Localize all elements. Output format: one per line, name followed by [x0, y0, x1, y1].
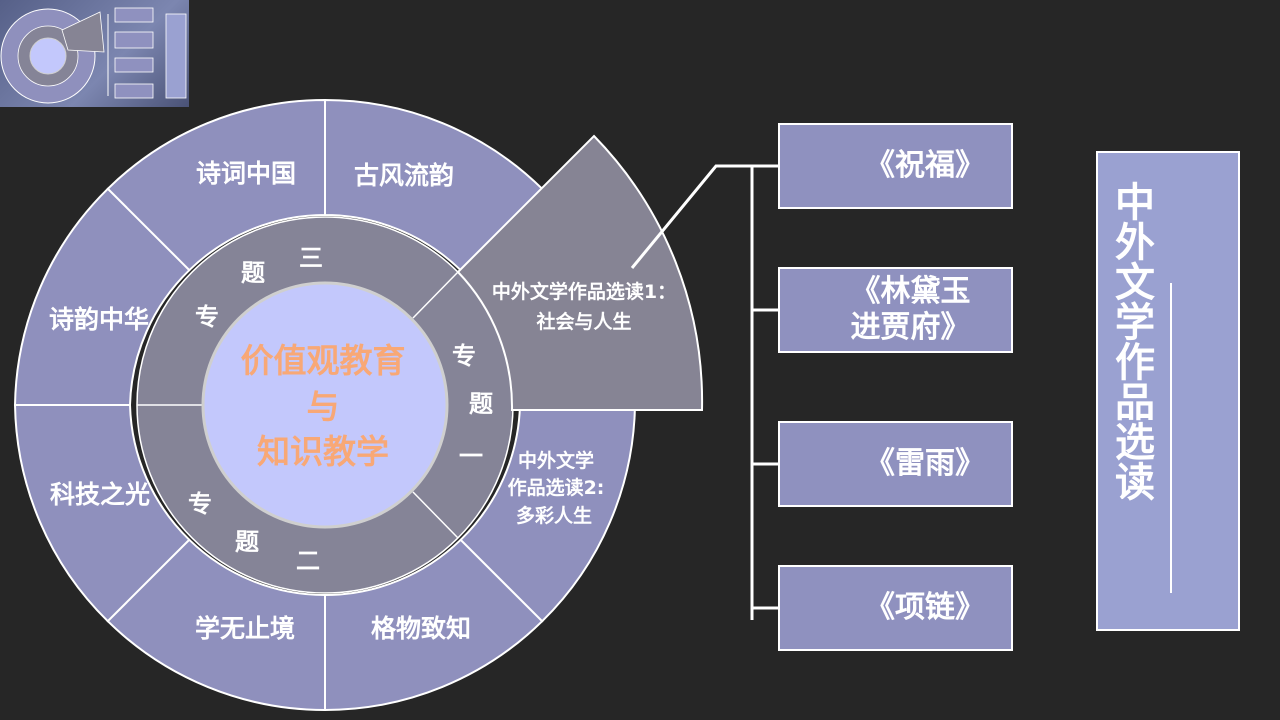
ring-topic1-yi: 一: [459, 442, 483, 470]
label-xuewu-zhijing: 学无止境: [195, 614, 295, 643]
label-shiyun-zhonghua: 诗韵中华: [49, 305, 149, 334]
label-topic2-line3: 多彩人生: [516, 504, 592, 527]
ring-topic2-er: 二: [296, 547, 320, 575]
ring-topic2-ti: 题: [235, 528, 259, 556]
book-zhufu[interactable]: 《祝福》: [778, 123, 1013, 209]
ring-divider-top-right: [412, 271, 459, 319]
vertical-title: 中外文学作品选读: [1108, 181, 1154, 501]
label-topic2-line1: 中外文学: [518, 449, 594, 472]
label-gewu-zhizhi: 格物致知: [371, 614, 471, 643]
label-topic2-line2: 作品选读2:: [508, 476, 605, 499]
book-title: 《林黛玉进贾府》: [850, 274, 971, 345]
book-leiyu[interactable]: 《雷雨》: [778, 421, 1013, 507]
center-line2: 与: [307, 387, 340, 426]
vertical-divider: [1170, 283, 1172, 593]
center-line3: 知识教学: [257, 432, 389, 471]
slide-thumbnail[interactable]: [0, 0, 189, 107]
book-title: 《项链》: [865, 590, 985, 625]
book-title: 《雷雨》: [865, 446, 985, 481]
ring-topic3-san: 三: [299, 244, 323, 272]
highlight-wedge[interactable]: [456, 134, 704, 411]
label-shici-zhongguo: 诗词中国: [196, 159, 296, 188]
book-xianglian[interactable]: 《项链》: [778, 565, 1013, 651]
connector-line: [630, 164, 752, 269]
wedge-label-line1: 中外文学作品选读1：: [492, 280, 676, 303]
book-title: 《祝福》: [865, 148, 985, 183]
book-lindaiyu-jin-jiafu[interactable]: 《林黛玉进贾府》: [778, 267, 1013, 353]
ring-topic1-ti: 题: [469, 390, 493, 418]
vertical-title-box[interactable]: 中外文学作品选读: [1096, 151, 1240, 631]
ring-topic3-zhuan: 专: [195, 303, 219, 331]
center-line1: 价值观教育: [241, 341, 406, 380]
ring-topic1-zhuan: 专: [452, 342, 476, 370]
thumbnail-diagram: [0, 7, 187, 104]
ring-topic3-ti: 题: [241, 259, 265, 287]
label-keji-zhiguang: 科技之光: [50, 480, 150, 509]
ring-divider-bottom-right: [412, 491, 459, 539]
wedge-label-line2: 社会与人生: [535, 310, 631, 333]
ring-topic2-zhuan: 专: [188, 490, 212, 518]
label-gufeng-liuyun: 古风流韵: [354, 161, 454, 190]
center-hub[interactable]: [201, 281, 449, 529]
